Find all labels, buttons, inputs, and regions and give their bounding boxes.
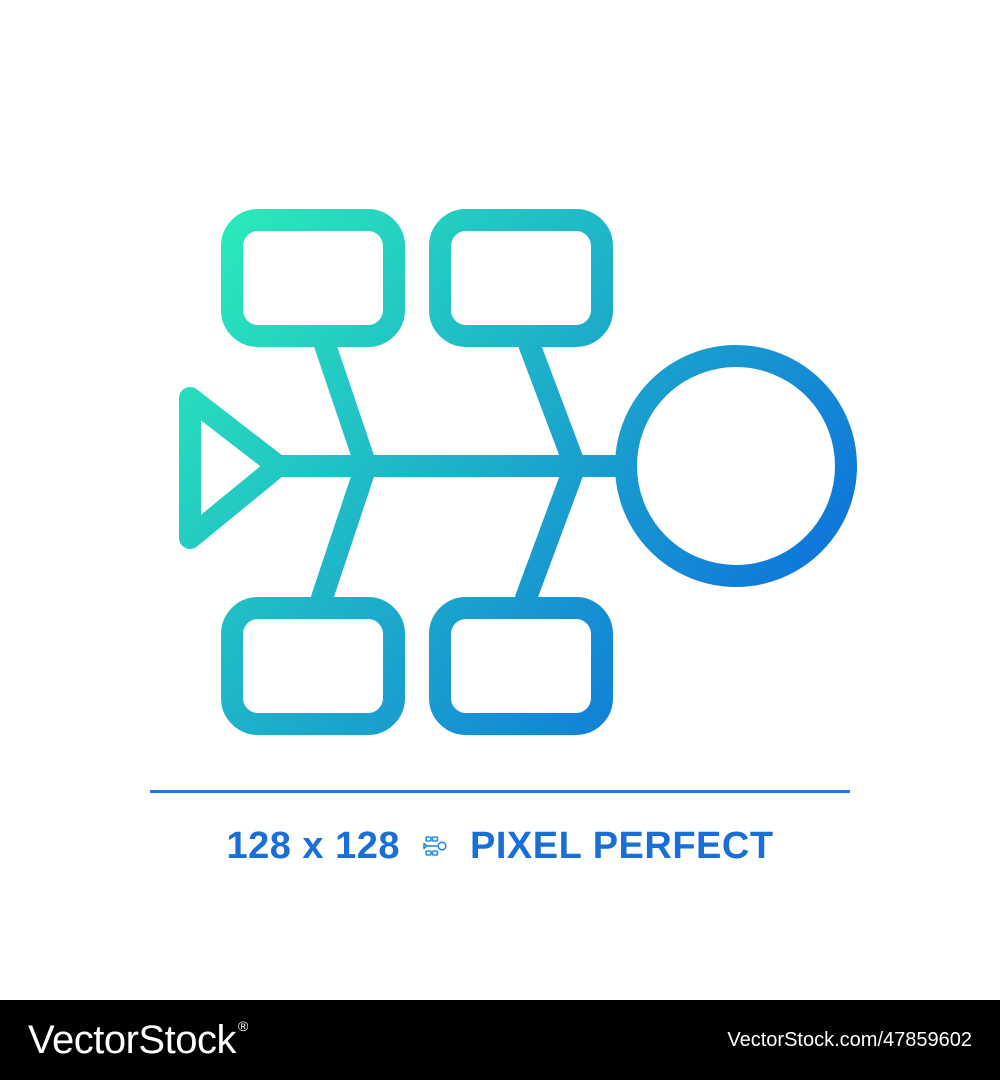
head-circle-shape xyxy=(615,345,857,587)
bone-lower-right xyxy=(515,455,586,609)
watermark-footer: VectorStock® VectorStock.com/47859602 xyxy=(0,1000,1000,1080)
box-bottom-left xyxy=(221,597,405,735)
bone-upper-left xyxy=(311,325,377,477)
box-bottom-right xyxy=(429,597,613,735)
brand-logo: VectorStock® xyxy=(28,1017,248,1062)
fishbone-diagram-icon xyxy=(179,209,857,735)
tail-triangle-shape xyxy=(179,387,289,549)
artwork-canvas: 128 x 128 PIXEL PERFECT xyxy=(0,209,1000,874)
box-top-left xyxy=(221,209,405,347)
caption-row: 128 x 128 PIXEL PERFECT xyxy=(0,818,1000,874)
fishbone-diagram-mini-icon xyxy=(423,836,447,856)
quality-text: PIXEL PERFECT xyxy=(470,824,774,867)
divider-line xyxy=(150,790,850,793)
credit-text: VectorStock.com/47859602 xyxy=(727,1028,972,1051)
bone-upper-right xyxy=(515,325,586,477)
bone-lower-left xyxy=(311,455,377,609)
box-top-right xyxy=(429,209,613,347)
size-text: 128 x 128 xyxy=(226,824,401,867)
